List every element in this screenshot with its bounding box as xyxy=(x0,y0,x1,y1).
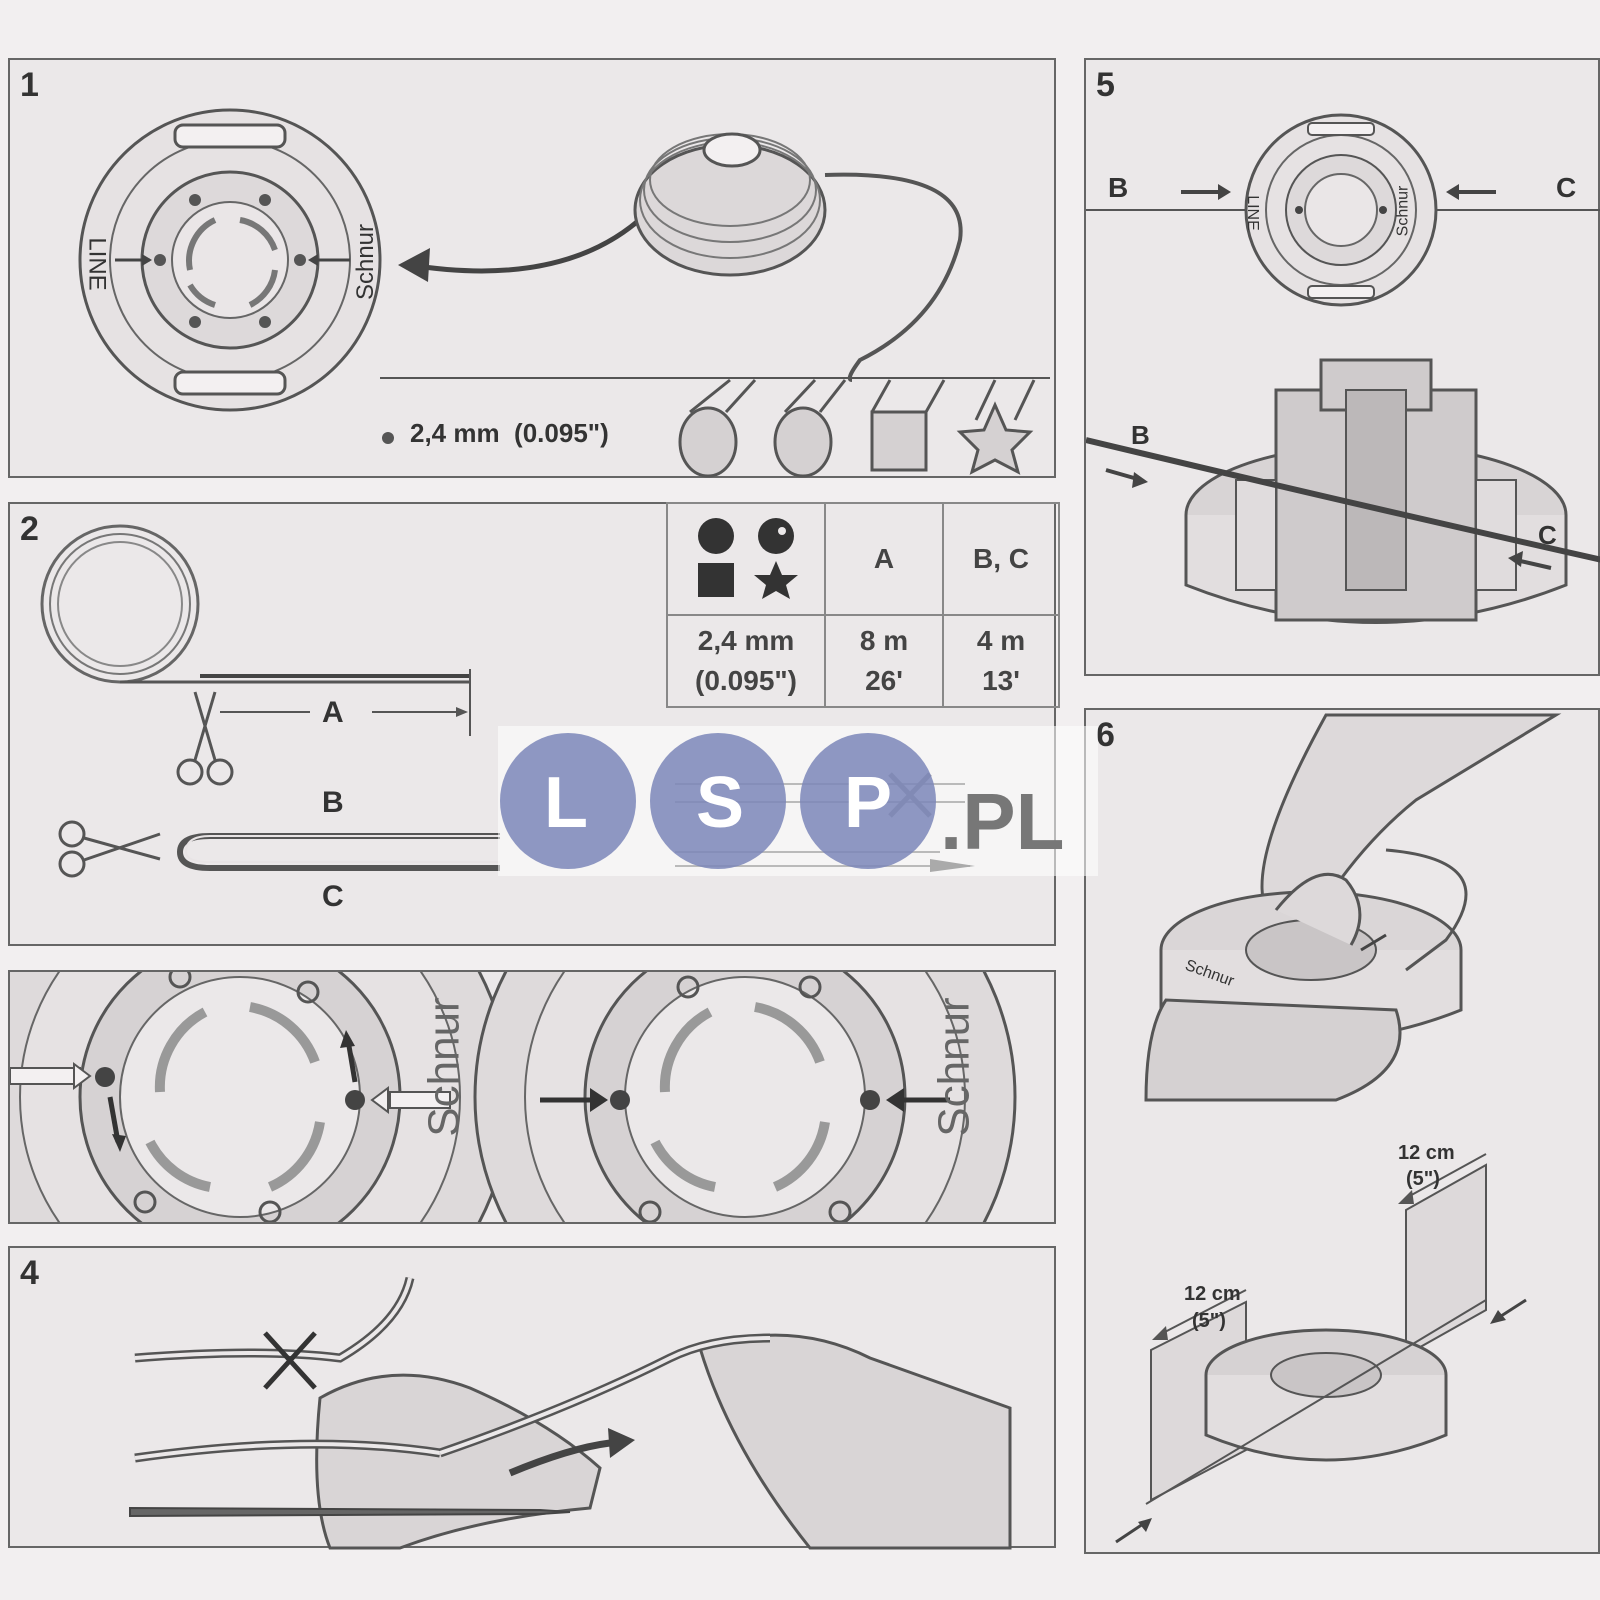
line-profile-icons xyxy=(698,517,798,599)
label-b-section: B xyxy=(1131,420,1150,450)
spool-rotation-diagram xyxy=(10,972,1017,1222)
spool-label-schnur: Schnur xyxy=(352,223,380,301)
length-a-label: A xyxy=(322,696,344,729)
spool-diagram xyxy=(78,108,1050,478)
length-b-label: B xyxy=(322,786,344,819)
line-insert-diagram xyxy=(129,1276,1012,1550)
trim-length-right-in: (5") xyxy=(1406,1168,1440,1190)
a-length-ft: 26' xyxy=(865,665,903,696)
header-bc: B, C xyxy=(942,502,1060,616)
trim-length-left-in: (5") xyxy=(1192,1310,1226,1332)
label-c-top: C xyxy=(1556,172,1577,203)
bc-length-cell: 4 m 13' xyxy=(942,614,1060,708)
label-c-section: C xyxy=(1538,520,1557,550)
spool-label-schnur: Schnur xyxy=(1394,185,1412,237)
watermark-logo xyxy=(498,726,1098,876)
bc-length-ft: 13' xyxy=(982,665,1020,696)
step-number: 4 xyxy=(20,1254,39,1292)
step-number: 2 xyxy=(20,510,39,548)
step-3-panel: 3 xyxy=(8,970,1056,1224)
line-length-table: A B, C 2,4 mm (0.095") 8 m 26' 4 m 13' xyxy=(666,502,1060,708)
spool-insertion-diagram xyxy=(1086,113,1600,624)
a-length-m: 8 m xyxy=(859,625,909,656)
step-4-panel: 4 xyxy=(8,1246,1056,1550)
spool-label-line: LINE xyxy=(83,237,111,291)
header-a: A xyxy=(824,502,944,616)
spool-label-schnur-left: Schnur xyxy=(419,997,469,1137)
line-size-label: 2,4 mm (0.095") xyxy=(410,418,609,448)
wind-and-trim-diagram xyxy=(1115,713,1562,1544)
watermark-suffix: .PL xyxy=(940,777,1065,866)
label-b-top: B xyxy=(1108,172,1129,203)
step-number: 1 xyxy=(20,66,39,104)
step-2-panel: 2 A B C xyxy=(8,502,1060,946)
a-length-cell: 8 m 26' xyxy=(824,614,944,708)
size-cell: 2,4 mm (0.095") xyxy=(666,614,826,708)
lsp-watermark: L S P .PL xyxy=(498,726,1098,876)
step-6-panel: 6 Schnur 12 cm (5") 12 cm (5") xyxy=(1084,708,1600,1554)
line-profile-cell xyxy=(666,502,826,616)
size-mm: 2,4 mm xyxy=(697,625,795,656)
step-5-panel: 5 B C LINE Schnur B C xyxy=(1084,58,1600,676)
watermark-letter-p: P xyxy=(844,763,893,843)
step-number: 6 xyxy=(1096,716,1115,754)
spool-label-line: LINE xyxy=(1243,195,1261,231)
spool-label-schnur-right: Schnur xyxy=(929,997,979,1137)
watermark-letter-s: S xyxy=(696,763,745,843)
trim-length-left-cm: 12 cm xyxy=(1184,1283,1241,1305)
step-number: 5 xyxy=(1096,66,1115,104)
step-1-panel: 1 xyxy=(8,58,1056,478)
watermark-letter-l: L xyxy=(544,763,588,843)
bc-length-m: 4 m xyxy=(976,625,1026,656)
length-c-label: C xyxy=(322,880,344,913)
size-in: (0.095") xyxy=(695,665,797,696)
trim-length-right-cm: 12 cm xyxy=(1398,1142,1455,1164)
